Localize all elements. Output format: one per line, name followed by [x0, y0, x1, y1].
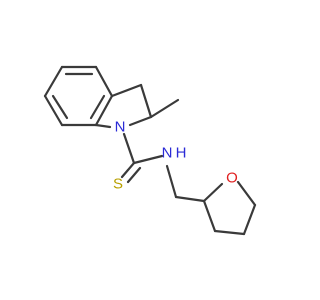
bond	[122, 132, 136, 165]
bond	[165, 164, 178, 199]
bond	[174, 195, 206, 203]
nitrogen-atom-label: N	[115, 119, 126, 136]
amide-nitrogen-label: N	[162, 145, 173, 162]
molecule-diagram: N S N H O	[43, 65, 257, 236]
tetrahydrofuran-ring	[202, 180, 257, 236]
bond	[128, 115, 153, 127]
bond	[43, 94, 64, 127]
bond	[94, 94, 114, 127]
bond	[242, 203, 257, 236]
bond	[94, 123, 112, 129]
bond	[94, 65, 114, 98]
bond	[236, 180, 257, 207]
amide-hydrogen-label: H	[176, 145, 187, 162]
double-bond-inner	[51, 94, 69, 120]
thione-double-bond	[126, 166, 142, 184]
double-bond-inner	[89, 94, 106, 120]
indoline-ring	[94, 83, 153, 129]
bond	[202, 199, 217, 233]
bond	[202, 182, 224, 203]
sulfur-atom-label: S	[113, 176, 123, 193]
bond	[43, 65, 64, 98]
benzene-ring	[43, 65, 114, 127]
bond	[132, 154, 164, 165]
oxygen-atom-label: O	[226, 170, 238, 187]
thione-double-bond	[120, 161, 136, 179]
bond	[110, 83, 143, 98]
bond	[213, 229, 246, 236]
bond	[139, 83, 153, 119]
methyl-bond	[149, 98, 180, 119]
